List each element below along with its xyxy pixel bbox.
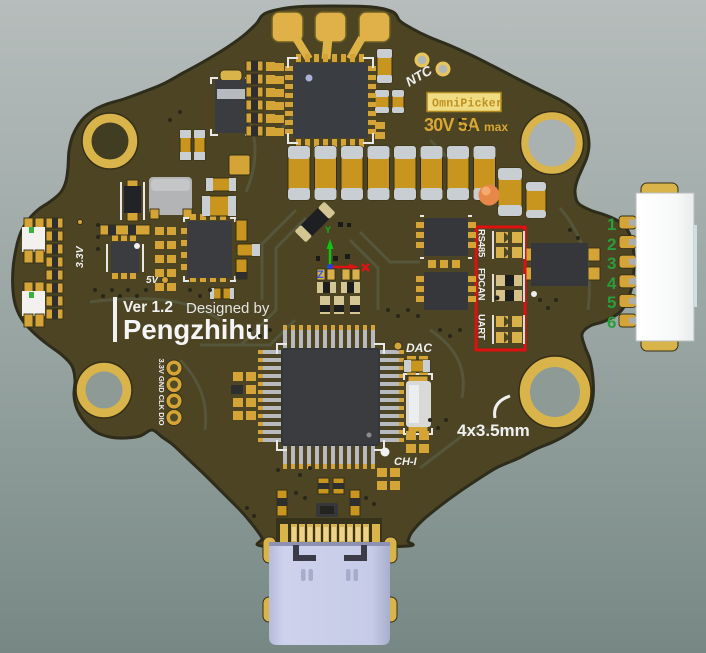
svg-text:Designed by: Designed by — [186, 300, 270, 317]
svg-text:Y: Y — [325, 225, 331, 235]
svg-text:1: 1 — [607, 215, 616, 234]
svg-text:RS485: RS485 — [476, 229, 487, 258]
svg-text:2: 2 — [607, 235, 616, 254]
svg-text:Ver 1.2: Ver 1.2 — [123, 299, 173, 316]
svg-text:30V 5A: 30V 5A — [424, 115, 480, 135]
svg-text:CH-I: CH-I — [394, 456, 418, 468]
svg-text:DAC: DAC — [406, 341, 432, 355]
svg-text:4: 4 — [607, 274, 617, 293]
svg-text:max: max — [484, 120, 508, 134]
svg-text:3.3V: 3.3V — [74, 245, 86, 268]
svg-text:FDCAN: FDCAN — [476, 268, 487, 301]
svg-text:OmniPicker: OmniPicker — [432, 98, 503, 111]
svg-text:3.3V GND CLK DIO: 3.3V GND CLK DIO — [157, 358, 166, 425]
svg-text:3: 3 — [607, 254, 616, 273]
svg-text:5: 5 — [607, 293, 616, 312]
svg-text:Z: Z — [317, 269, 324, 281]
svg-text:5V: 5V — [146, 275, 160, 286]
svg-text:6: 6 — [607, 313, 616, 332]
svg-text:4x3.5mm: 4x3.5mm — [457, 421, 530, 440]
svg-text:UART: UART — [476, 314, 487, 340]
svg-text:Pengzhihui: Pengzhihui — [123, 314, 270, 345]
